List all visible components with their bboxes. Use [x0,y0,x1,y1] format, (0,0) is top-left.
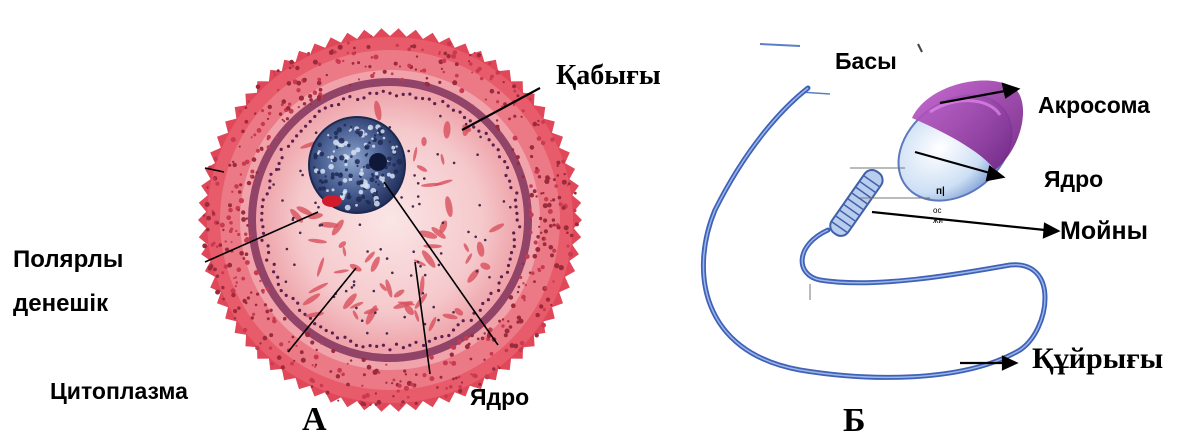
label-cytoplasm: Цитоплазма [50,378,188,405]
panel-letter-b: Б [843,402,865,440]
label-nucleus-b: Ядро [1044,166,1103,193]
label-polar-body-line2: денешік [13,290,108,318]
panel-letter-a: А [302,401,327,439]
label-neck: Мойны [1060,217,1148,246]
small-text-1: п| [936,186,945,197]
label-shell: Қабығы [556,60,661,92]
label-nucleus-a: Ядро [470,384,529,411]
label-acrosome: Акросома [1038,92,1150,119]
label-tail: Құйрығы [1032,342,1163,376]
polar-body [322,195,342,207]
egg-cell [198,28,582,412]
small-text-3: жи [933,216,943,225]
label-polar-body-line1: Полярлы [13,246,123,274]
small-text-2: ос [933,206,941,215]
label-head: Басы [835,48,897,75]
sperm-midpiece [827,166,886,239]
